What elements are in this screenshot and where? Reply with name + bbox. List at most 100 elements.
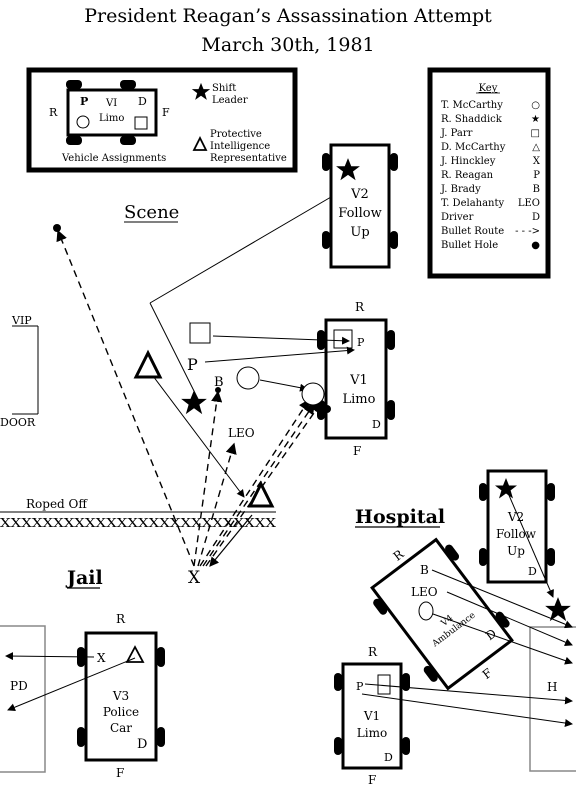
hospital-h-label: H (547, 680, 557, 694)
hospital-v2-line3: Up (507, 544, 525, 558)
jail-driver: D (137, 737, 147, 752)
key-item-symbol: - - -> (515, 226, 540, 237)
rope-marks: XXXXXXXXXXXXXXXXXXXXXXXXXX (0, 516, 277, 530)
hospital-v1-rear: R (368, 645, 378, 659)
scene-v2-line1: V2 (350, 187, 369, 202)
jail-rear: R (116, 612, 126, 626)
scene-limo-driver: D (372, 418, 381, 431)
star-icon (191, 82, 211, 100)
scene-hinckley-label: X (188, 568, 201, 588)
scene-triangle-icon (133, 349, 163, 379)
key-item-symbol: ★ (531, 114, 540, 125)
scene-triangle-icon-2 (247, 480, 275, 508)
key-item-symbol: B (533, 184, 540, 195)
hospital-reagan-label: P (356, 680, 364, 693)
square-icon (134, 116, 148, 130)
key-item-name: D. McCarthy (441, 142, 506, 153)
scene-v1-limo: P V1 Limo D R F (317, 300, 395, 458)
scene-circle-icon (236, 366, 260, 390)
hospital-circle-icon (418, 601, 434, 621)
tri-caption-2: Intelligence (210, 141, 270, 152)
tri-caption-1: Protective (210, 129, 262, 140)
assignment-rear-label: R (49, 106, 58, 119)
key-item-symbol: △ (532, 142, 540, 153)
assignment-car-label: VI (105, 98, 117, 109)
key-panel: Key T. McCarthy○R. Shaddick★J. Parr□D. M… (427, 67, 551, 279)
jail-section: Jail PD X V3 Police Car D R F (0, 567, 165, 780)
key-item-name: Bullet Route (441, 226, 504, 237)
scene-v2-line2: Follow (338, 206, 381, 221)
key-item-name: R. Reagan (441, 170, 494, 181)
scene-reagan-label: P (187, 355, 198, 374)
jail-v3-line3: Car (110, 721, 132, 735)
hospital-building (529, 626, 576, 772)
jail-heading: Jail (65, 567, 103, 589)
ambulance-rear: R (391, 546, 407, 563)
pd-label: PD (10, 679, 28, 693)
bullet-hole-icon (53, 224, 61, 232)
key-item-symbol: □ (531, 128, 540, 139)
star-caption-1: Shift (212, 83, 236, 94)
jail-front: F (116, 766, 124, 780)
key-item-name: T. Delahanty (441, 198, 505, 209)
hospital-square-icon (377, 674, 391, 695)
assignment-front-label: F (162, 106, 170, 119)
key-item-name: Driver (441, 212, 474, 223)
v4-ambulance: V4 Ambulance D R F (370, 537, 514, 691)
scene-brady-label: B (214, 375, 224, 390)
key-item-name: J. Brady (440, 184, 481, 195)
hospital-heading: Hospital (355, 506, 445, 528)
scene-limo-passenger: P (357, 336, 365, 349)
circle-icon (76, 115, 90, 129)
scene-v2-follow-up-car: V2 Follow Up (322, 143, 398, 269)
jail-triangle-icon (125, 645, 145, 663)
key-item-name: J. Hinckley (440, 156, 496, 167)
key-item-name: Bullet Hole (441, 240, 498, 251)
hospital-v1-line2: Limo (357, 726, 387, 740)
hospital-v2-line1: V2 (507, 510, 524, 524)
jail-v3-line2: Police (103, 705, 139, 719)
scene-circle-icon-2 (301, 382, 325, 406)
scene-shaddick-star-icon (181, 390, 207, 415)
key-heading: Key (479, 83, 498, 94)
assignment-car-sub: Limo (99, 113, 124, 124)
scene-v2-line3: Up (350, 225, 369, 240)
key-item-symbol: LEO (518, 198, 540, 209)
door-label: DOOR (0, 416, 36, 429)
assignment-caption: Vehicle Assignments (61, 153, 166, 164)
tri-caption-3: Representative (210, 153, 287, 164)
scene-section: Scene V2 Follow Up P V1 Limo D R (0, 143, 398, 588)
vehicle-assignments-panel: P VI Limo D R F Vehicle Assignments Shif… (26, 67, 298, 173)
hospital-v1-front: F (368, 773, 376, 787)
police-building (0, 625, 46, 773)
hospital-section: Hospital H V2 Follow Up D V4 Ambula (334, 469, 576, 787)
page-title: President Reagan’s Assassination Attempt (84, 5, 492, 27)
assignment-passenger-label: P (80, 95, 88, 108)
scene-heading: Scene (124, 202, 179, 223)
key-item-name: R. Shaddick (441, 114, 503, 125)
jail-hinckley-label: X (97, 651, 106, 665)
bullet-routes (56, 229, 322, 567)
hospital-v2-follow-up-car: V2 Follow Up D (479, 469, 555, 584)
scene-v1-line2: Limo (343, 392, 376, 407)
assignment-driver-label: D (138, 95, 147, 108)
scene-limo-rear: R (355, 300, 365, 314)
hospital-v1-limo: P V1 Limo D R F (334, 645, 410, 787)
roped-off-label: Roped Off (26, 497, 88, 511)
key-item-name: J. Parr (440, 128, 473, 139)
hospital-leo-label: LEO (411, 585, 438, 599)
ambulance-front: F (480, 666, 495, 682)
hospital-brady-label: B (420, 563, 429, 577)
hospital-v2-driver: D (528, 565, 537, 578)
jail-v3-line1: V3 (112, 689, 129, 703)
bullet-hole-icon (323, 405, 331, 413)
key-item-name: T. McCarthy (441, 100, 503, 111)
bullet-hole-icon (215, 387, 221, 393)
hospital-v1-line1: V1 (363, 709, 380, 723)
hospital-v2-line2: Follow (496, 527, 537, 541)
jail-v3-police-car: X V3 Police Car D R F (77, 612, 165, 780)
scene-leo-label: LEO (228, 426, 255, 440)
key-item-symbol: P (533, 170, 540, 181)
scene-limo-square-icon (333, 329, 353, 349)
